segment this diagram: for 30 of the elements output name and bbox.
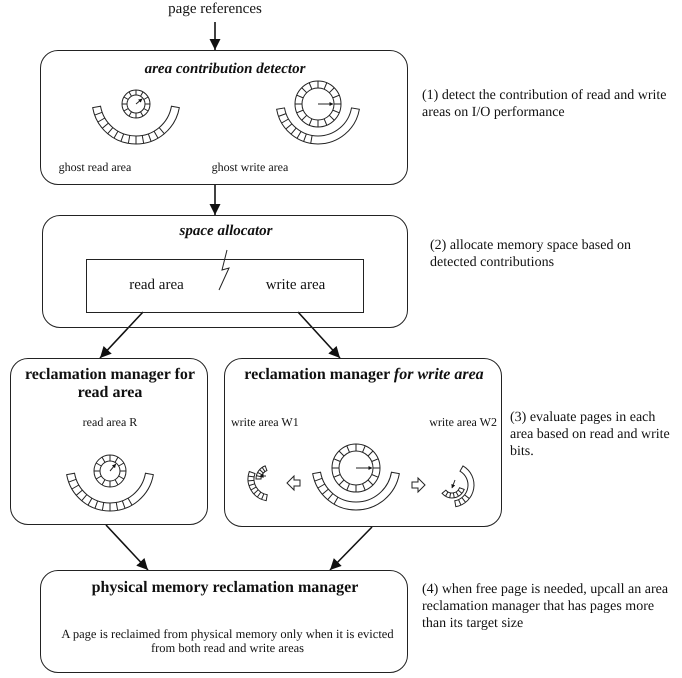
component-box (40, 50, 408, 185)
area-label: write area W2 (428, 416, 497, 430)
arrow (209, 185, 221, 215)
arrow (209, 22, 221, 50)
step-note: (1) detect the contribution of read and write areas on I/O performance (422, 88, 668, 122)
area-label: ghost read area (58, 160, 132, 175)
box-title: space allocator (178, 223, 274, 240)
box-title: physical memory reclamation manager (90, 579, 360, 598)
arrow (105, 524, 149, 571)
area-label: write area W1 (231, 416, 300, 430)
component-box (224, 358, 502, 527)
step-note: (2) allocate memory space based on detected contributions (430, 238, 632, 272)
area-label: ghost write area (210, 160, 290, 175)
area-label: read area R (82, 416, 138, 430)
arrow (297, 311, 341, 359)
component-box (40, 570, 408, 673)
description: A page is reclaimed from physical memory only when it is evicted from both read and write areas (60, 627, 395, 656)
area-label: read area (128, 277, 185, 294)
arrow (329, 526, 373, 571)
area-label: write area (264, 277, 326, 294)
box-title: reclamation manager for read area (24, 366, 196, 403)
arrow (99, 311, 144, 359)
step-note: (4) when free page is needed, upcall an area reclamation manager that has pages more than its target size (422, 582, 670, 632)
input-label: page references (167, 1, 263, 18)
partition-box (86, 259, 364, 313)
box-title: area contribution detector (144, 61, 306, 78)
step-note: (3) evaluate pages in each area based on read and write bits. (510, 410, 671, 460)
component-box (10, 358, 208, 525)
component-box (42, 215, 408, 328)
box-title: reclamation manager for write area (243, 366, 485, 384)
